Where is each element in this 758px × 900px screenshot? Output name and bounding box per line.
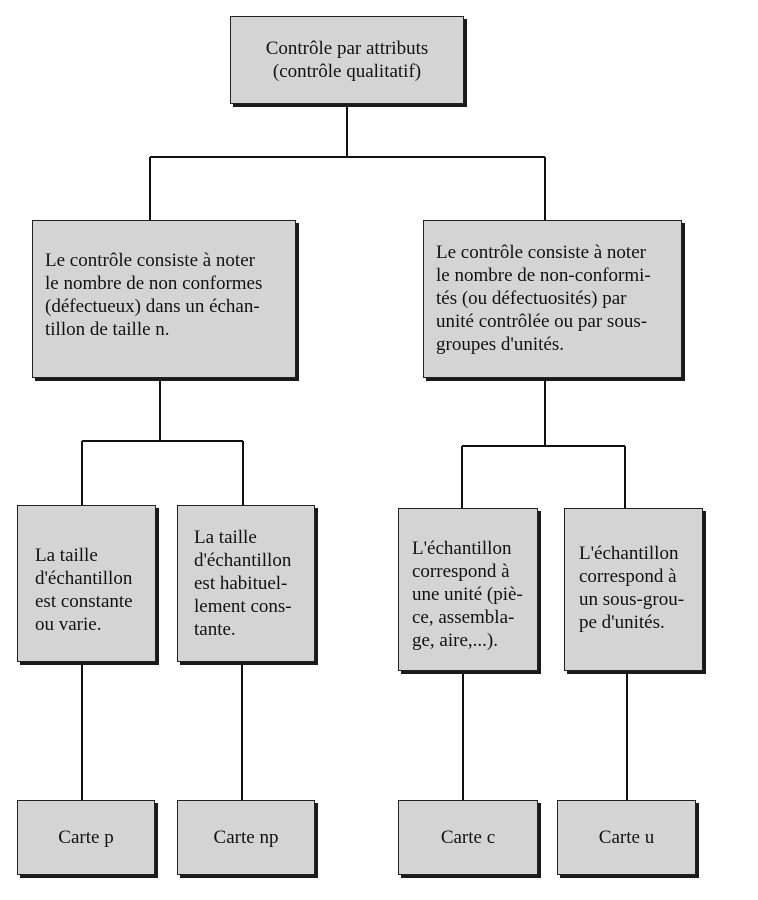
condition-node-sample-size-constant: La taille d'échantillon est habituel- le… bbox=[177, 505, 315, 662]
root-node: Contrôle par attributs (contrôle qualita… bbox=[230, 16, 464, 104]
condition-node-text: L'échantillon correspond à un sous-grou-… bbox=[579, 543, 685, 633]
branch-node-nonconformities: Le contrôle consiste à noter le nombre d… bbox=[423, 220, 682, 378]
leaf-node-carte-c: Carte c bbox=[398, 800, 538, 875]
condition-node-text: La taille d'échantillon est habituel- le… bbox=[194, 527, 292, 640]
leaf-node-label: Carte p bbox=[58, 827, 114, 848]
condition-node-sample-size-varies: La taille d'échantillon est constante ou… bbox=[17, 505, 156, 662]
condition-node-unit-subgroup: L'échantillon correspond à un sous-grou-… bbox=[564, 508, 703, 671]
leaf-node-carte-np: Carte np bbox=[177, 800, 315, 875]
condition-node-text: L'échantillon correspond à une unité (pi… bbox=[412, 538, 523, 651]
branch-node-nonconforming-units: Le contrôle consiste à noter le nombre d… bbox=[32, 220, 296, 378]
leaf-node-label: Carte c bbox=[440, 827, 496, 848]
leaf-node-carte-u: Carte u bbox=[557, 800, 696, 875]
root-node-label: Contrôle par attributs (contrôle qualita… bbox=[265, 38, 429, 82]
condition-node-single-unit: L'échantillon correspond à une unité (pi… bbox=[398, 508, 538, 671]
branch-node-text: Le contrôle consiste à noter le nombre d… bbox=[45, 250, 263, 340]
leaf-node-carte-p: Carte p bbox=[17, 800, 155, 875]
branch-node-text: Le contrôle consiste à noter le nombre d… bbox=[436, 242, 651, 355]
condition-node-text: La taille d'échantillon est constante ou… bbox=[35, 545, 133, 635]
leaf-node-label: Carte np bbox=[213, 827, 279, 848]
leaf-node-label: Carte u bbox=[598, 827, 655, 848]
